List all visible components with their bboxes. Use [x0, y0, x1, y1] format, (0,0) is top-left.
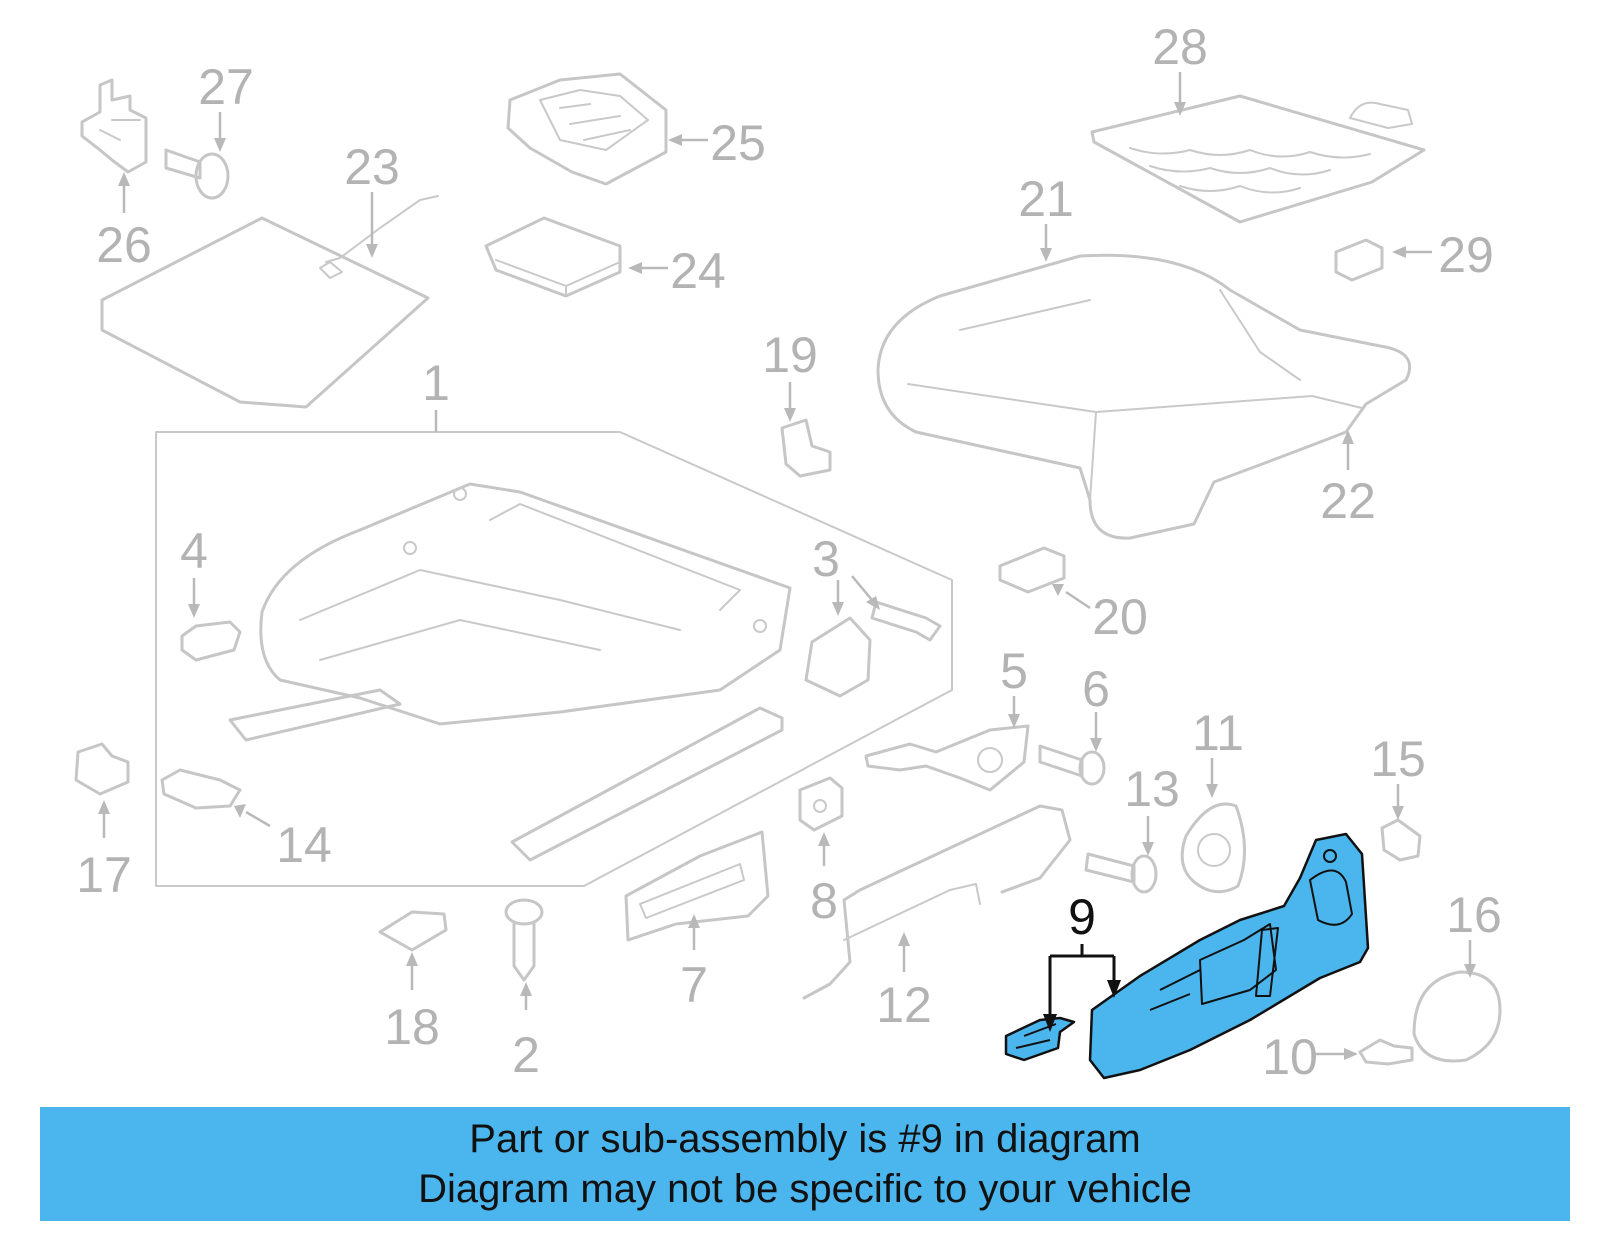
part-17-clip	[74, 742, 130, 796]
part-13-screw	[1084, 852, 1158, 894]
part-9-side-cover	[1004, 832, 1370, 1080]
part-15-clip	[1380, 818, 1422, 862]
part-5-bracket	[864, 724, 1030, 792]
callout-5: 5	[1000, 643, 1028, 699]
caption-line-2: Diagram may not be specific to your vehi…	[418, 1167, 1192, 1211]
part-3-bracket	[804, 600, 942, 698]
part-8-nut	[798, 776, 844, 832]
callout-21: 21	[1018, 171, 1074, 227]
callout-17: 17	[76, 847, 132, 903]
callout-19: 19	[762, 327, 818, 383]
part-12-rod	[802, 804, 1072, 1000]
callout-22: 22	[1320, 473, 1376, 529]
callout-13: 13	[1124, 761, 1180, 817]
part-27-bolt	[164, 148, 230, 200]
callout-8: 8	[810, 873, 838, 929]
part-11-plate	[1180, 802, 1246, 894]
callout-28: 28	[1152, 19, 1208, 75]
part-10-clip	[1358, 1038, 1414, 1066]
callout-25: 25	[710, 115, 766, 171]
part-29-connector	[1334, 238, 1384, 282]
callout-20: 20	[1092, 589, 1148, 645]
part-4-switch	[180, 620, 242, 662]
callout-7: 7	[680, 957, 708, 1013]
callout-24: 24	[670, 243, 726, 299]
callout-29: 29	[1438, 227, 1494, 283]
callout-26: 26	[96, 217, 152, 273]
part-19-clip	[780, 418, 832, 478]
part-16-knob	[1412, 970, 1502, 1063]
part-21-seat-cushion	[876, 253, 1412, 540]
part-25-module	[506, 72, 668, 186]
part-28-heater	[1090, 94, 1426, 224]
part-24-ecu	[484, 216, 622, 298]
callout-3: 3	[812, 531, 840, 587]
callout-12: 12	[876, 977, 932, 1033]
callout-23: 23	[344, 139, 400, 195]
callout-15: 15	[1370, 731, 1426, 787]
caption-line-1: Part or sub-assembly is #9 in diagram	[469, 1117, 1141, 1161]
part-14-cap	[160, 768, 242, 810]
part-2-screw	[504, 898, 544, 982]
part-1-seat-frame	[155, 431, 953, 887]
part-18-clip	[378, 910, 448, 952]
part-7-trim	[624, 830, 770, 942]
callout-6: 6	[1082, 661, 1110, 717]
callout-18: 18	[384, 999, 440, 1055]
part-26-bracket	[80, 78, 148, 174]
callout-14: 14	[276, 817, 332, 873]
callout-16: 16	[1446, 887, 1502, 943]
callout-2: 2	[512, 1027, 540, 1083]
part-20-block	[998, 546, 1066, 594]
callout-27: 27	[198, 59, 254, 115]
callout-10: 10	[1262, 1029, 1318, 1085]
callout-4: 4	[180, 523, 208, 579]
part-6-bolt	[1038, 744, 1106, 786]
part-23-sensor-mat	[100, 195, 439, 409]
callout-11: 11	[1192, 705, 1244, 761]
caption-banner: Part or sub-assembly is #9 in diagram Di…	[40, 1107, 1570, 1221]
callout-9: 9	[1068, 889, 1096, 945]
callout-1: 1	[422, 355, 450, 411]
